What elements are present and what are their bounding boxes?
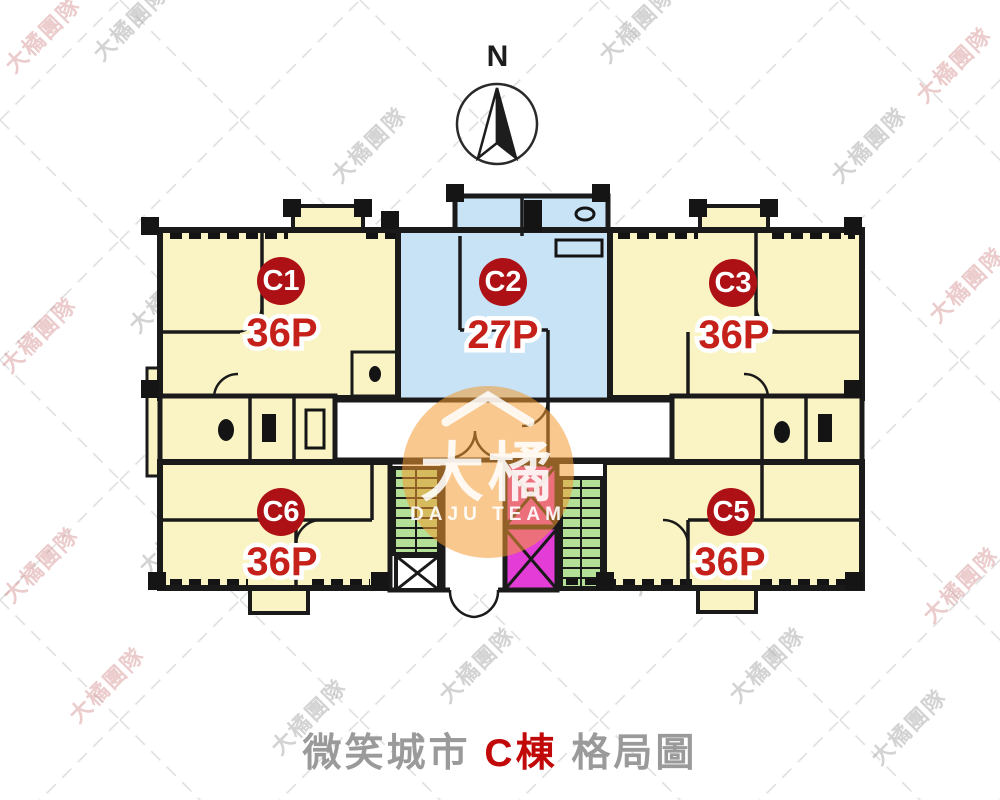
shaft-x-brace: [394, 554, 441, 592]
title-suffix: 格局圖: [571, 732, 698, 775]
compass: N: [450, 42, 545, 175]
service-band-right: [669, 393, 865, 467]
roof-icon: [441, 390, 535, 427]
daju-team-logo: 大橘 DAJU TEAM: [402, 386, 574, 558]
unit-badge-c1: C1: [257, 257, 305, 305]
unit-badge-c6: C6: [257, 488, 305, 536]
window-sills: [170, 233, 855, 585]
unit-badge-c5: C5: [707, 488, 755, 536]
entrance-door: [448, 584, 500, 619]
title-prefix: 微笑城市: [302, 732, 471, 775]
unit-size-c1: 36P: [246, 311, 317, 355]
title-building: C棟: [484, 732, 558, 775]
bath-fixtures: [218, 200, 832, 450]
unit-size-c3: 36P: [698, 313, 769, 357]
unit-badge-c2: C2: [479, 258, 527, 306]
page-title: 微笑城市 C棟 格局圖: [0, 722, 1000, 778]
compass-n-label: N: [486, 40, 509, 73]
unit-badge-c3: C3: [709, 259, 757, 307]
unit-size-c5: 36P: [694, 540, 765, 584]
compass-rose-icon: [455, 82, 539, 166]
structural-columns: [141, 184, 863, 590]
logo-subtext: DAJU TEAM: [410, 504, 566, 525]
service-band-left: [157, 393, 338, 467]
unit-size-c2: 27P: [467, 313, 538, 357]
logo-characters: 大橘: [420, 437, 556, 509]
unit-size-c6: 36P: [246, 540, 317, 584]
unit-c3-area: [607, 227, 865, 401]
